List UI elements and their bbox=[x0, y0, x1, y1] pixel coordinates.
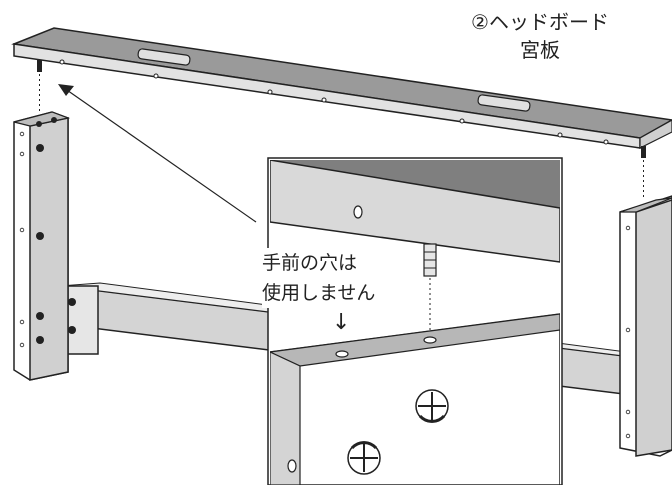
instruction-note-line2: 使用しません bbox=[262, 282, 376, 304]
detail-inset bbox=[267, 157, 563, 485]
right-side-panel bbox=[619, 195, 672, 457]
instruction-note: 手前の穴は 使用しません bbox=[262, 248, 376, 308]
left-dowel bbox=[37, 60, 42, 114]
cam-fitting-icon bbox=[347, 441, 381, 475]
detail-dowel bbox=[423, 243, 437, 334]
callout-arrow bbox=[58, 84, 257, 223]
left-side-panel bbox=[13, 111, 71, 381]
right-dowel bbox=[641, 146, 646, 198]
instruction-note-line1: 手前の穴は bbox=[262, 252, 358, 274]
part-label: ②ヘッドボード 宮板 bbox=[440, 8, 640, 64]
part-label-japanese-name: 宮板 bbox=[520, 38, 560, 62]
headboard-top-board bbox=[11, 27, 672, 149]
down-arrow-icon: ↓ bbox=[332, 310, 351, 335]
part-label-number-name: ②ヘッドボード bbox=[471, 10, 609, 34]
cam-fitting-icon bbox=[415, 389, 449, 423]
